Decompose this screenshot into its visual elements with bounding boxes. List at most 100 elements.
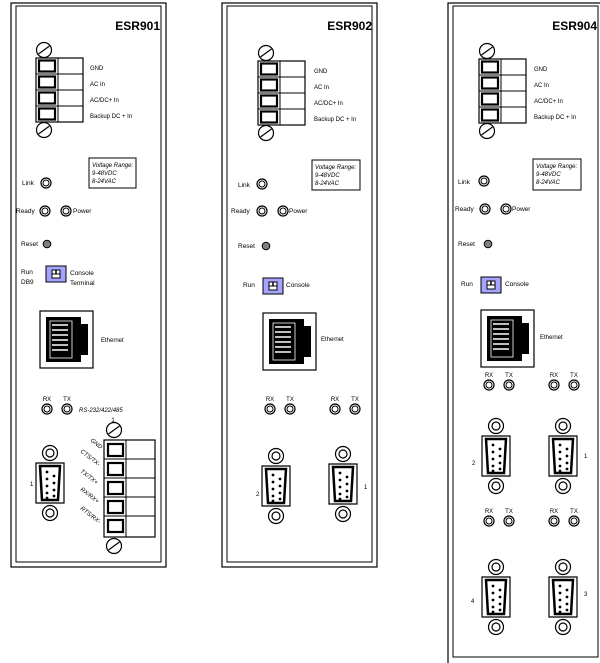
rx-led-2 [483, 379, 495, 391]
terminal-label-gnd: GND [534, 67, 548, 73]
tx-led-2 [503, 379, 515, 391]
ready-label: Ready [231, 208, 251, 215]
console-label: Console [70, 270, 94, 277]
power-led [500, 203, 512, 215]
ethernet-port[interactable] [480, 309, 535, 368]
link-label: Link [458, 179, 471, 186]
tx-led-1 [349, 403, 361, 415]
power-label: Power [512, 206, 531, 213]
link-led [478, 175, 490, 187]
serial-standard-label: RS-232/422/485 [79, 408, 123, 414]
serial-port-label-1: 1 [584, 454, 588, 460]
ready-label: Ready [455, 206, 475, 213]
ethernet-label: Ethernet [540, 335, 563, 341]
run-label: Run [21, 269, 33, 276]
serial-port-label-1: 1 [364, 485, 368, 491]
tx-led-2 [284, 403, 296, 415]
panel-esr901: ESR901 GND AC In AC/DC+ In Backup DC + I… [10, 2, 167, 568]
voltage-range-box [532, 158, 582, 191]
rs-terminal-label: 1 [111, 418, 115, 424]
tx-label-1: TX [570, 373, 578, 379]
rx-led-2 [264, 403, 276, 415]
tx-label-1: TX [351, 397, 359, 403]
terminal-label-backup-dc-in: Backup DC + In [314, 117, 356, 123]
panel-inner-frame [226, 5, 373, 563]
terminal-label-acdc-in: AC/DC+ In [534, 99, 563, 105]
console-label: Console [505, 281, 529, 288]
run-label: Run [461, 281, 473, 288]
terminal-label-acdc-in: AC/DC+ In [90, 98, 119, 104]
tx-led [61, 403, 73, 415]
link-label: Link [22, 180, 35, 187]
rx-label-1: RX [550, 373, 558, 379]
link-led [256, 178, 268, 190]
console-label: Console [286, 282, 310, 289]
tx-led-3 [568, 515, 580, 527]
rx-label-2: RX [485, 373, 493, 379]
serial-port-label-4: 4 [471, 599, 475, 605]
tx-label-4: TX [505, 509, 513, 515]
reset-label: Reset [238, 243, 255, 250]
voltage-range-box [311, 159, 361, 191]
tx-label-3: TX [570, 509, 578, 515]
reset-button[interactable] [42, 239, 52, 249]
panel-esr902: ESR902 GND AC In AC/DC+ In Backup DC + I… [221, 2, 378, 568]
rx-led [41, 403, 53, 415]
voltage-range-dc: 9-48VDC [92, 171, 117, 177]
power-label: Power [289, 208, 308, 215]
ethernet-port[interactable] [262, 312, 317, 371]
rx-led-1 [329, 403, 341, 415]
rx-led-4 [483, 515, 495, 527]
tx-label-2: TX [505, 373, 513, 379]
terminal-label-ac-in: AC In [534, 83, 549, 89]
run-label: Run [243, 282, 255, 289]
power-label: Power [73, 208, 92, 215]
serial-port-label: 1 [30, 482, 34, 488]
voltage-range-dc: 9-48VDC [536, 172, 561, 178]
power-led [277, 205, 289, 217]
voltage-range-ac: 8-24VAC [92, 179, 117, 185]
rx-led-3 [548, 515, 560, 527]
console-switch[interactable] [262, 277, 284, 295]
panel-title: ESR904 [552, 19, 597, 33]
reset-button[interactable] [483, 239, 493, 249]
voltage-range-ac: 8-24VAC [536, 180, 561, 186]
rx-label-2: RX [266, 397, 274, 403]
voltage-range-ac: 8-24VAC [315, 181, 340, 187]
tx-led-1 [568, 379, 580, 391]
panel-inner-frame [15, 5, 162, 563]
terminal-label-gnd: GND [90, 66, 104, 72]
serial-port-label-2: 2 [472, 461, 476, 467]
voltage-range-title: Voltage Range: [315, 165, 356, 171]
ethernet-label: Ethernet [101, 338, 124, 344]
tx-label: TX [63, 397, 71, 403]
tx-led-4 [503, 515, 515, 527]
ethernet-port[interactable] [39, 310, 94, 369]
rx-label-3: RX [550, 509, 558, 515]
ethernet-label: Ethernet [321, 337, 344, 343]
link-label: Link [238, 182, 251, 189]
ready-label: Ready [16, 208, 36, 215]
terminal-label: Terminal [70, 280, 95, 287]
voltage-range-box [88, 157, 137, 189]
serial-port-label-3: 3 [584, 592, 588, 598]
ready-led [39, 205, 51, 217]
console-switch[interactable] [45, 265, 67, 283]
reset-label: Reset [21, 241, 38, 248]
ready-led [256, 205, 268, 217]
reset-button[interactable] [261, 241, 271, 251]
terminal-label-backup-dc-in: Backup DC + In [90, 114, 132, 120]
panel-inner-frame [452, 5, 599, 658]
voltage-range-title: Voltage Range: [92, 163, 133, 169]
terminal-label-gnd: GND [314, 69, 328, 75]
reset-label: Reset [458, 241, 475, 248]
serial-port-label-2: 2 [256, 492, 260, 498]
rx-label-1: RX [331, 397, 339, 403]
ready-led [479, 203, 491, 215]
rx-label-4: RX [485, 509, 493, 515]
panel-title: ESR901 [115, 19, 160, 33]
panel-title: ESR902 [327, 19, 372, 33]
rs-terminal-block [103, 421, 156, 555]
console-switch[interactable] [480, 276, 502, 294]
